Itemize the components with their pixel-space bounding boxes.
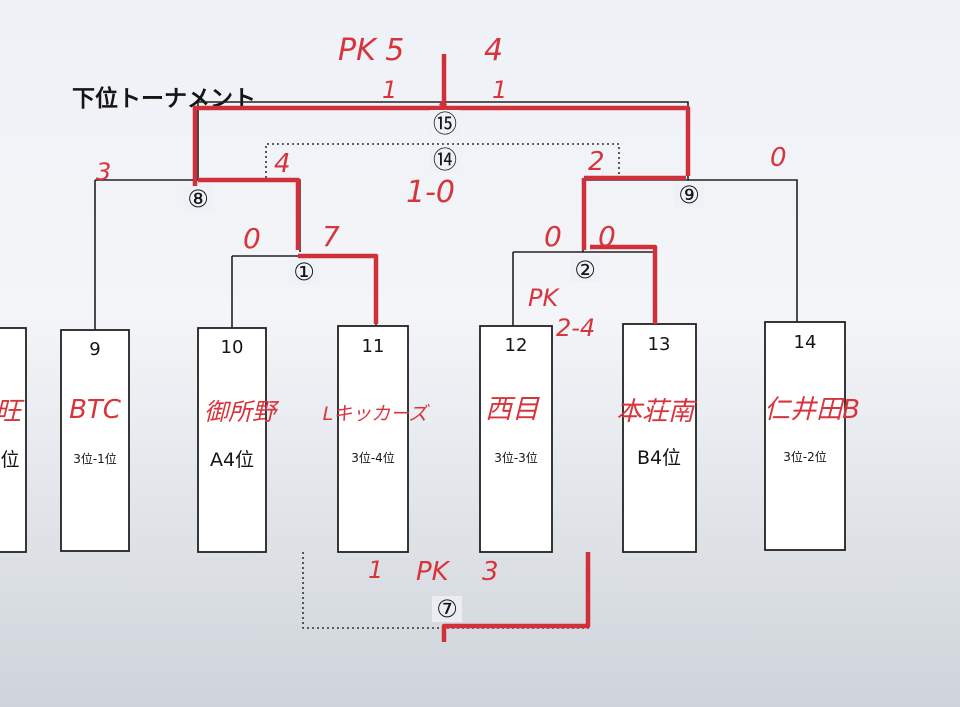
dotted-lines: [265, 143, 620, 629]
match-14-result: 1-0: [406, 175, 455, 210]
team-boxes: [0, 321, 846, 553]
final-score-left: 1: [382, 76, 397, 104]
match-9-number: ⑨: [678, 181, 700, 209]
team-number: 11: [362, 336, 385, 357]
team-seed: 位: [0, 449, 19, 471]
team-seed: A4位: [210, 449, 254, 471]
team-box-14: [764, 321, 846, 551]
team-name-handwritten: BTC: [69, 395, 122, 425]
team-seed: 3位-4位: [351, 450, 395, 465]
team-number: 10: [221, 337, 244, 358]
match-9-score-left: 2: [588, 147, 605, 177]
match-1-number: ①: [293, 258, 315, 286]
team-name-handwritten: 旺: [0, 397, 25, 427]
team-number: 13: [648, 334, 671, 355]
team-number: 14: [794, 332, 817, 353]
match-1-score-left: 0: [243, 222, 261, 255]
winner-path-lines: [192, 54, 691, 642]
team-seed: 3位-1位: [73, 451, 117, 466]
match-7-score-right: 3: [482, 557, 499, 587]
team-box-9: [60, 329, 130, 552]
team-name-handwritten: 仁井田B: [764, 395, 860, 425]
match-15-number: ⑮: [433, 110, 457, 138]
team-seed: 3位-2位: [783, 449, 827, 464]
handwritten-scores: PK 5 4 1 1 1-0 3 4 2 0 0 7 0 0 PK 2-4 1 …: [96, 33, 787, 587]
match-8-number: ⑧: [187, 185, 209, 213]
match-7-pk-label: PK: [416, 557, 451, 587]
match-2-score-right: 0: [598, 220, 616, 253]
match-number-labels: ⑮ ⑭ ⑧ ⑨ ① ② ⑦: [183, 110, 704, 623]
final-pk-score: PK 5: [338, 33, 404, 68]
team-box-0: [0, 327, 27, 553]
match-8-score-left: 3: [96, 158, 111, 186]
match-7-score-left: 1: [368, 556, 383, 584]
match-7-number: ⑦: [436, 595, 458, 623]
match-1-score-right: 7: [322, 220, 340, 253]
team-seed: B4位: [637, 447, 681, 469]
team-box-10: [197, 327, 267, 553]
match-14-number: ⑭: [433, 146, 457, 174]
team-name-handwritten: Lキッカーズ: [323, 403, 431, 425]
match-2-number: ②: [574, 256, 596, 284]
team-box-12: [479, 325, 553, 553]
match-8-score-right: 4: [274, 149, 291, 179]
match-2-pk-label: PK: [528, 284, 560, 312]
team-box-13: [622, 323, 697, 553]
team-name-handwritten: 西目: [485, 394, 540, 425]
match-9-score-right: 0: [770, 143, 787, 173]
final-pk-score-right: 4: [484, 33, 503, 68]
team-name-handwritten: 御所野: [204, 398, 280, 426]
team-box-11: [337, 325, 409, 553]
match-2-pk-score: 2-4: [556, 314, 595, 342]
team-name-handwritten: 本荘南: [616, 397, 698, 427]
match-2-score-left: 0: [544, 220, 562, 253]
team-number: 9: [89, 339, 100, 360]
final-score-right: 1: [492, 76, 507, 104]
team-seed: 3位-3位: [494, 450, 538, 465]
team-number: 12: [505, 335, 528, 356]
